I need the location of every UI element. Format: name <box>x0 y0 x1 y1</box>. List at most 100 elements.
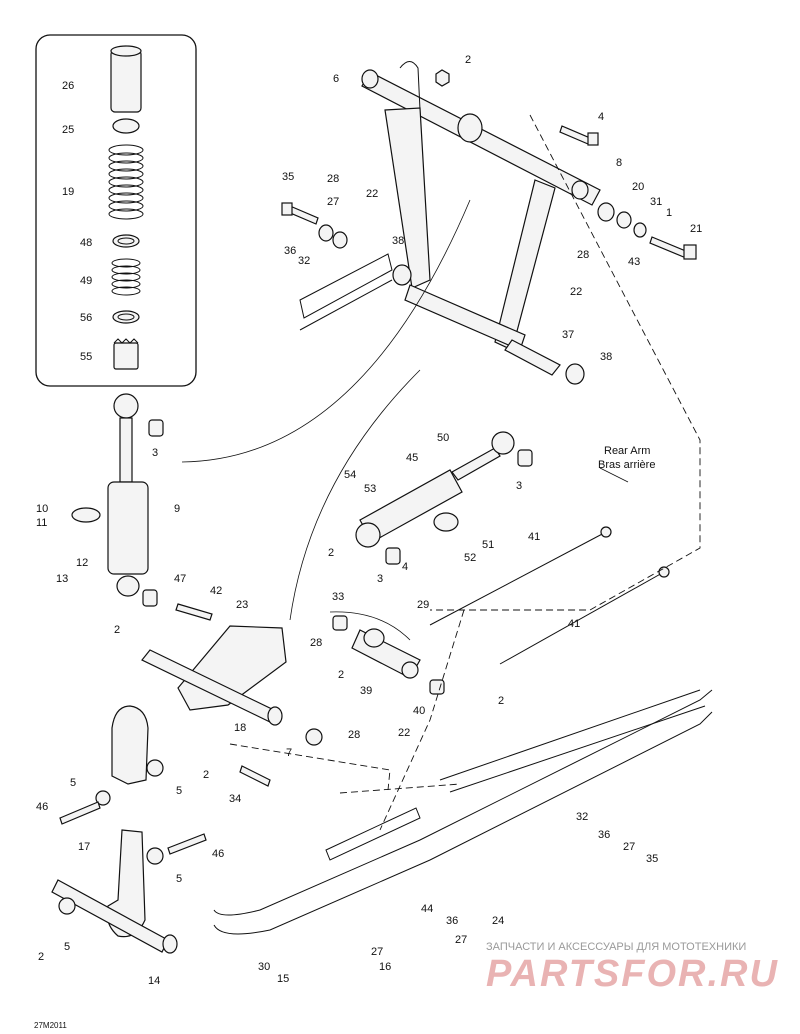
callout-27c: 27 <box>455 934 467 946</box>
rear-arm-label-en: Rear Arm <box>604 445 650 457</box>
callout-6: 6 <box>333 73 339 85</box>
callout-54: 54 <box>344 469 356 481</box>
idler-arm-assembly <box>51 705 207 954</box>
callout-30: 30 <box>258 961 270 973</box>
callout-12: 12 <box>76 557 88 569</box>
callout-46: 46 <box>36 801 48 813</box>
assembly-guide-lines <box>181 114 701 831</box>
callout-51: 51 <box>482 539 494 551</box>
part-callouts: 26 25 19 48 49 56 55 6 2 4 8 20 31 1 21 … <box>36 54 702 987</box>
callout-4b: 4 <box>402 561 408 573</box>
callout-35: 35 <box>282 171 294 183</box>
callout-32b: 32 <box>576 811 588 823</box>
callout-2d: 2 <box>338 669 344 681</box>
callout-2g: 2 <box>38 951 44 963</box>
callout-5b: 5 <box>176 785 182 797</box>
callout-11: 11 <box>36 517 47 529</box>
callout-3b: 3 <box>516 480 522 492</box>
callout-2c: 2 <box>114 624 120 636</box>
callout-36c: 36 <box>446 915 458 927</box>
rear-arm-label: Rear Arm Bras arrière <box>598 445 655 471</box>
callout-46b: 46 <box>212 848 224 860</box>
callout-38b: 38 <box>600 351 612 363</box>
callout-23: 23 <box>236 599 248 611</box>
callout-2: 2 <box>465 54 471 66</box>
callout-53: 53 <box>364 483 376 495</box>
callout-17: 17 <box>78 841 90 853</box>
callout-1: 1 <box>666 207 672 219</box>
slide-rails <box>213 253 713 935</box>
callout-22c: 22 <box>398 727 410 739</box>
callout-10: 10 <box>36 503 48 515</box>
callout-8: 8 <box>616 157 622 169</box>
callout-49: 49 <box>80 275 92 287</box>
callout-56: 56 <box>80 312 92 324</box>
callout-55: 55 <box>80 351 92 363</box>
callout-9: 9 <box>174 503 180 515</box>
spring-components-inset <box>35 34 197 387</box>
callout-37: 37 <box>562 329 574 341</box>
rear-arm-assembly <box>141 526 670 787</box>
callout-22: 22 <box>366 188 378 200</box>
callout-31: 31 <box>650 196 662 208</box>
callout-27: 27 <box>327 196 339 208</box>
callout-21: 21 <box>690 223 702 235</box>
callout-25: 25 <box>62 124 74 136</box>
callout-27d: 27 <box>371 946 383 958</box>
callout-34: 34 <box>229 793 241 805</box>
front-shock-absorber <box>71 393 164 607</box>
callout-36: 36 <box>284 245 296 257</box>
front-arm-assembly <box>281 61 697 385</box>
callout-43: 43 <box>628 256 640 268</box>
callout-52: 52 <box>464 552 476 564</box>
callout-28d: 28 <box>348 729 360 741</box>
callout-3c: 3 <box>377 573 383 585</box>
callout-22b: 22 <box>570 286 582 298</box>
rear-arm-label-fr: Bras arrière <box>598 459 655 471</box>
callout-28: 28 <box>327 173 339 185</box>
callout-39: 39 <box>360 685 372 697</box>
callout-13: 13 <box>56 573 68 585</box>
callout-5: 5 <box>70 777 76 789</box>
callout-2f: 2 <box>203 769 209 781</box>
callout-36b: 36 <box>598 829 610 841</box>
callout-41: 41 <box>528 531 540 543</box>
rear-shock-absorber <box>355 431 533 565</box>
callout-5d: 5 <box>64 941 70 953</box>
callout-41b: 41 <box>568 618 580 630</box>
callout-7: 7 <box>286 747 292 759</box>
callout-32: 32 <box>298 255 310 267</box>
callout-16: 16 <box>379 961 391 973</box>
callout-33: 33 <box>332 591 344 603</box>
callout-2b: 2 <box>328 547 334 559</box>
watermark-brand: PARTSFOR.RU <box>486 953 779 995</box>
callout-20: 20 <box>632 181 644 193</box>
callout-3: 3 <box>152 447 158 459</box>
callout-2e: 2 <box>498 695 504 707</box>
callout-48: 48 <box>80 237 92 249</box>
callout-5c: 5 <box>176 873 182 885</box>
callout-24: 24 <box>492 915 504 927</box>
callout-38: 38 <box>392 235 404 247</box>
callout-18: 18 <box>234 722 246 734</box>
callout-42: 42 <box>210 585 222 597</box>
callout-28c: 28 <box>310 637 322 649</box>
callout-29: 29 <box>417 599 429 611</box>
callout-35b: 35 <box>646 853 658 865</box>
callout-47: 47 <box>174 573 186 585</box>
callout-15: 15 <box>277 973 289 985</box>
figure-code: 27M2011 <box>34 1021 67 1030</box>
callout-28b: 28 <box>577 249 589 261</box>
watermark-tagline: ЗАПЧАСТИ И АКСЕССУАРЫ ДЛЯ МОТОТЕХНИКИ <box>486 941 746 953</box>
callout-50: 50 <box>437 432 449 444</box>
callout-44: 44 <box>421 903 433 915</box>
callout-27b: 27 <box>623 841 635 853</box>
callout-26: 26 <box>62 80 74 92</box>
callout-4: 4 <box>598 111 604 123</box>
callout-19: 19 <box>62 186 74 198</box>
callout-40: 40 <box>413 705 425 717</box>
callout-45: 45 <box>406 452 418 464</box>
callout-14: 14 <box>148 975 160 987</box>
partsfor-watermark: ЗАПЧАСТИ И АКСЕССУАРЫ ДЛЯ МОТОТЕХНИКИ PA… <box>486 941 779 995</box>
